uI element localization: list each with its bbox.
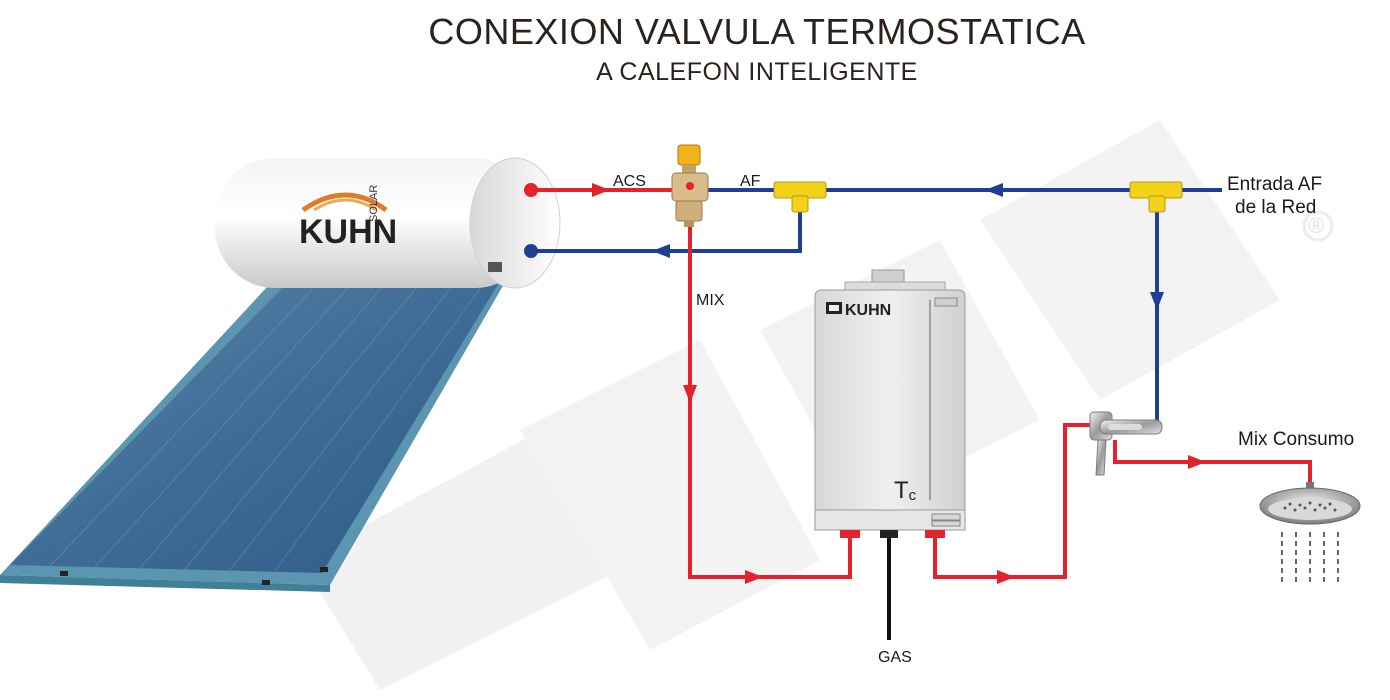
label-af: AF <box>740 173 761 190</box>
pipe-mix-consumo <box>1113 440 1312 487</box>
heater-mark-sub: c <box>909 487 917 504</box>
label-mix-consumo: Mix Consumo <box>1238 429 1354 450</box>
arrow-mix-right <box>745 570 763 584</box>
arrow-cold-return <box>652 244 670 258</box>
mixer-faucet-icon <box>1089 411 1163 476</box>
label-entrada-line1: Entrada AF <box>1227 174 1322 195</box>
tank-brand-name: KUHN <box>299 213 397 251</box>
pipe-heater-out <box>933 423 1092 579</box>
arrow-cold-main <box>985 183 1003 197</box>
solar-water-heater-icon: KUHN SOLAR <box>0 157 561 592</box>
arrow-mix-down <box>683 385 697 403</box>
tee-fitting-inlet-icon <box>1129 181 1183 213</box>
diagram-title: CONEXION VALVULA TERMOSTATICA <box>428 11 1085 52</box>
heater-mark: Tc <box>894 477 917 504</box>
tank-body <box>215 158 535 288</box>
heater-brand-name: KUHN <box>845 302 891 319</box>
brand-arc <box>301 192 388 213</box>
flow-arrows <box>592 183 1206 584</box>
registered-mark: ® <box>1308 213 1324 238</box>
tank-end-cap <box>469 157 561 289</box>
tank-hot-outlet <box>524 183 538 197</box>
shower-head-icon <box>1259 482 1361 582</box>
arrow-heater-out <box>997 570 1015 584</box>
tank-brand-tagline: SOLAR <box>368 185 380 222</box>
gas-water-heater-icon: KUHN Tc <box>814 269 966 538</box>
tank-cold-inlet <box>524 244 538 258</box>
arrow-mix-consumo <box>1188 455 1206 469</box>
tee-fitting-icon <box>773 181 827 213</box>
label-mix: MIX <box>696 292 725 309</box>
diagram-subtitle: A CALEFON INTELIGENTE <box>596 58 918 86</box>
arrow-acs <box>592 183 610 197</box>
label-entrada-line2: de la Red <box>1235 197 1316 218</box>
thermostatic-valve-icon <box>671 144 709 227</box>
pipe-cold-return <box>533 195 802 253</box>
label-gas: GAS <box>878 649 912 666</box>
solar-panel-glass <box>10 273 505 573</box>
label-acs: ACS <box>613 173 646 190</box>
arrow-cold-mixer <box>1150 292 1164 310</box>
heater-body <box>814 289 966 531</box>
